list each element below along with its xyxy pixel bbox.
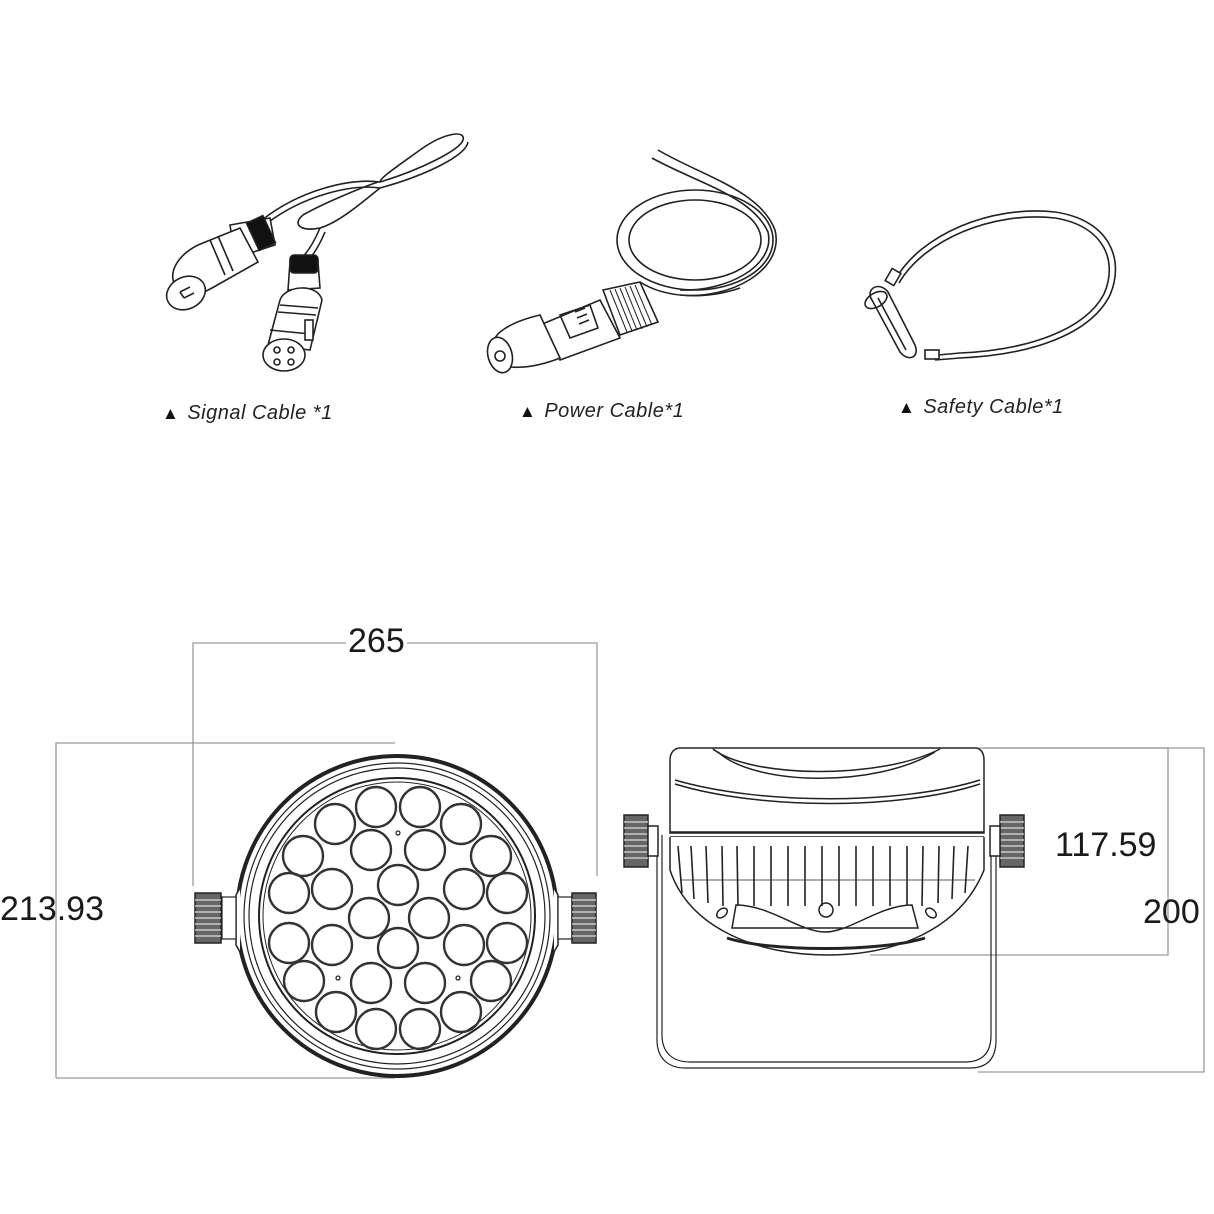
total-height-dimension-label: 200 [1143, 893, 1200, 931]
caption-signal-cable: ▲ Signal Cable *1 [162, 402, 333, 425]
width-dimension-label: 265 [346, 622, 407, 660]
left-knob-icon [194, 892, 222, 944]
front-view-fixture [194, 754, 597, 1078]
side-left-knob-icon [623, 814, 659, 868]
triangle-marker-icon: ▲ [519, 402, 537, 421]
side-view-dimension-lines [870, 747, 1205, 1073]
caption-power-cable: ▲ Power Cable*1 [519, 400, 684, 423]
front-height-dimension-label: 213.93 [0, 890, 104, 928]
led-array [267, 785, 529, 1051]
safety-cable-icon [864, 210, 1117, 361]
caption-safety-cable: ▲ Safety Cable*1 [898, 396, 1064, 419]
triangle-marker-icon: ▲ [162, 404, 180, 423]
power-cable-label: Power Cable*1 [544, 400, 685, 422]
side-right-knob-icon [989, 814, 1025, 868]
body-height-dimension-label: 117.59 [1055, 826, 1157, 864]
triangle-marker-icon: ▲ [898, 398, 916, 417]
powercon-cable-icon [486, 149, 777, 374]
xlr-cable-icon [165, 133, 469, 372]
right-knob-icon [571, 892, 597, 944]
signal-cable-label: Signal Cable *1 [187, 402, 333, 424]
safety-cable-label: Safety Cable*1 [923, 396, 1064, 418]
side-view-fixture [623, 747, 1025, 1069]
